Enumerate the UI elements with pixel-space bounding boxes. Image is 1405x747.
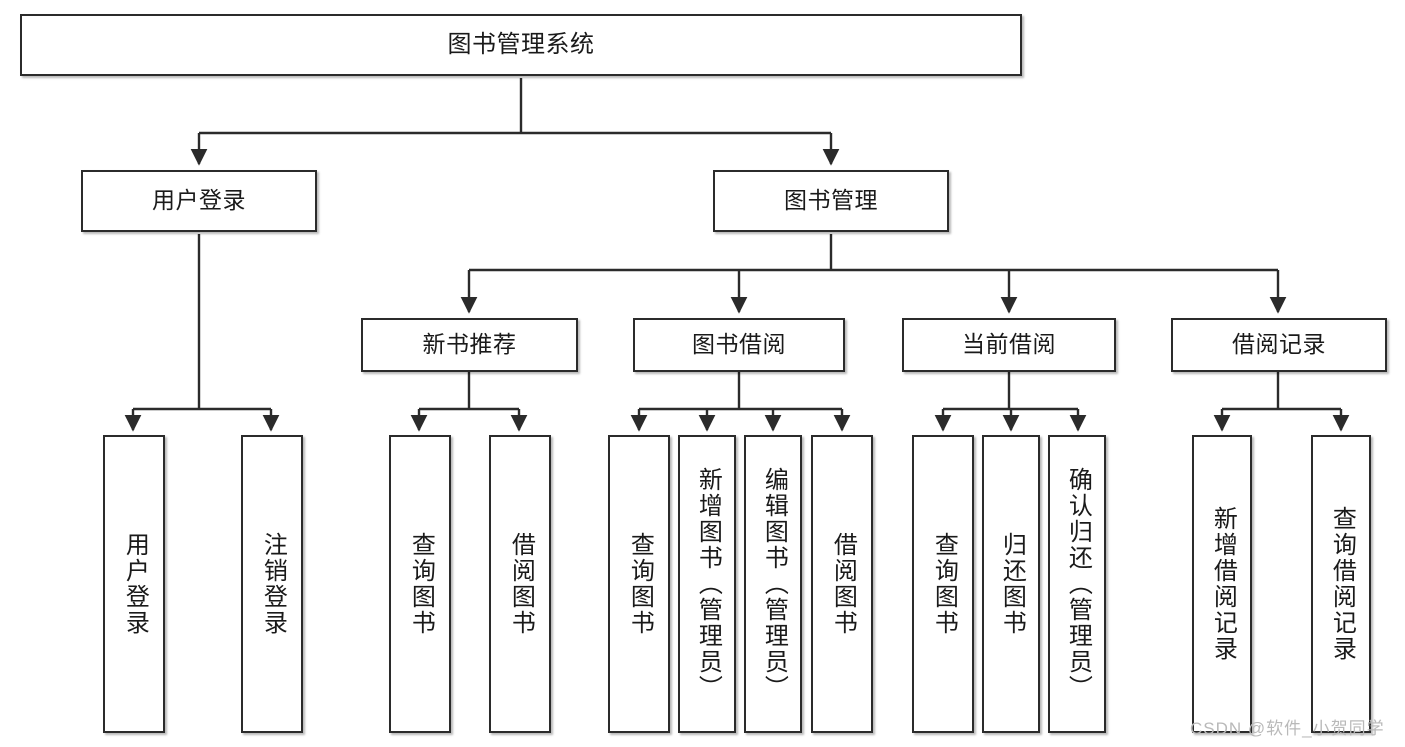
node-label: 查询借阅记录 [1328, 506, 1356, 662]
watermark: CSDN @软件_小贺同学 [1190, 719, 1385, 738]
node-leaf-borrow-book-1[interactable]: 借阅图书 [489, 435, 551, 733]
node-leaf-edit-book[interactable]: 编辑图书（管理员） [744, 435, 802, 733]
node-label: 查询图书 [626, 532, 654, 636]
node-label: 注销登录 [259, 532, 287, 636]
node-current-borrow[interactable]: 当前借阅 [902, 318, 1116, 372]
node-leaf-query-book-1[interactable]: 查询图书 [389, 435, 451, 733]
node-label: 图书管理系统 [447, 30, 595, 58]
node-root[interactable]: 图书管理系统 [20, 14, 1022, 76]
node-label: 借阅记录 [1232, 331, 1326, 358]
node-label: 借阅图书 [507, 532, 535, 636]
node-leaf-add-record[interactable]: 新增借阅记录 [1192, 435, 1252, 733]
node-user-login[interactable]: 用户登录 [81, 170, 317, 232]
node-label: 用户登录 [121, 532, 149, 636]
node-leaf-confirm-return[interactable]: 确认归还（管理员） [1048, 435, 1106, 733]
node-label: 查询图书 [930, 532, 958, 636]
node-label: 图书借阅 [692, 331, 786, 358]
node-book-manage[interactable]: 图书管理 [713, 170, 949, 232]
node-label: 图书管理 [784, 187, 878, 214]
node-leaf-return-book[interactable]: 归还图书 [982, 435, 1040, 733]
node-label: 新增借阅记录 [1209, 506, 1237, 662]
node-leaf-user-login[interactable]: 用户登录 [103, 435, 165, 733]
node-leaf-add-book[interactable]: 新增图书（管理员） [678, 435, 736, 733]
node-label: 编辑图书（管理员） [760, 467, 788, 701]
node-leaf-query-record[interactable]: 查询借阅记录 [1311, 435, 1371, 733]
node-borrow-record[interactable]: 借阅记录 [1171, 318, 1387, 372]
node-label: 确认归还（管理员） [1064, 467, 1092, 701]
node-label: 归还图书 [998, 532, 1026, 636]
node-label: 当前借阅 [962, 331, 1056, 358]
node-label: 借阅图书 [829, 532, 857, 636]
node-leaf-query-book-3[interactable]: 查询图书 [912, 435, 974, 733]
node-book-borrow[interactable]: 图书借阅 [633, 318, 845, 372]
node-leaf-logout[interactable]: 注销登录 [241, 435, 303, 733]
node-label: 用户登录 [152, 187, 246, 214]
node-label: 查询图书 [407, 532, 435, 636]
node-leaf-borrow-book-2[interactable]: 借阅图书 [811, 435, 873, 733]
node-new-book-rec[interactable]: 新书推荐 [361, 318, 578, 372]
node-leaf-query-book-2[interactable]: 查询图书 [608, 435, 670, 733]
node-label: 新增图书（管理员） [694, 467, 722, 701]
node-label: 新书推荐 [422, 331, 517, 358]
